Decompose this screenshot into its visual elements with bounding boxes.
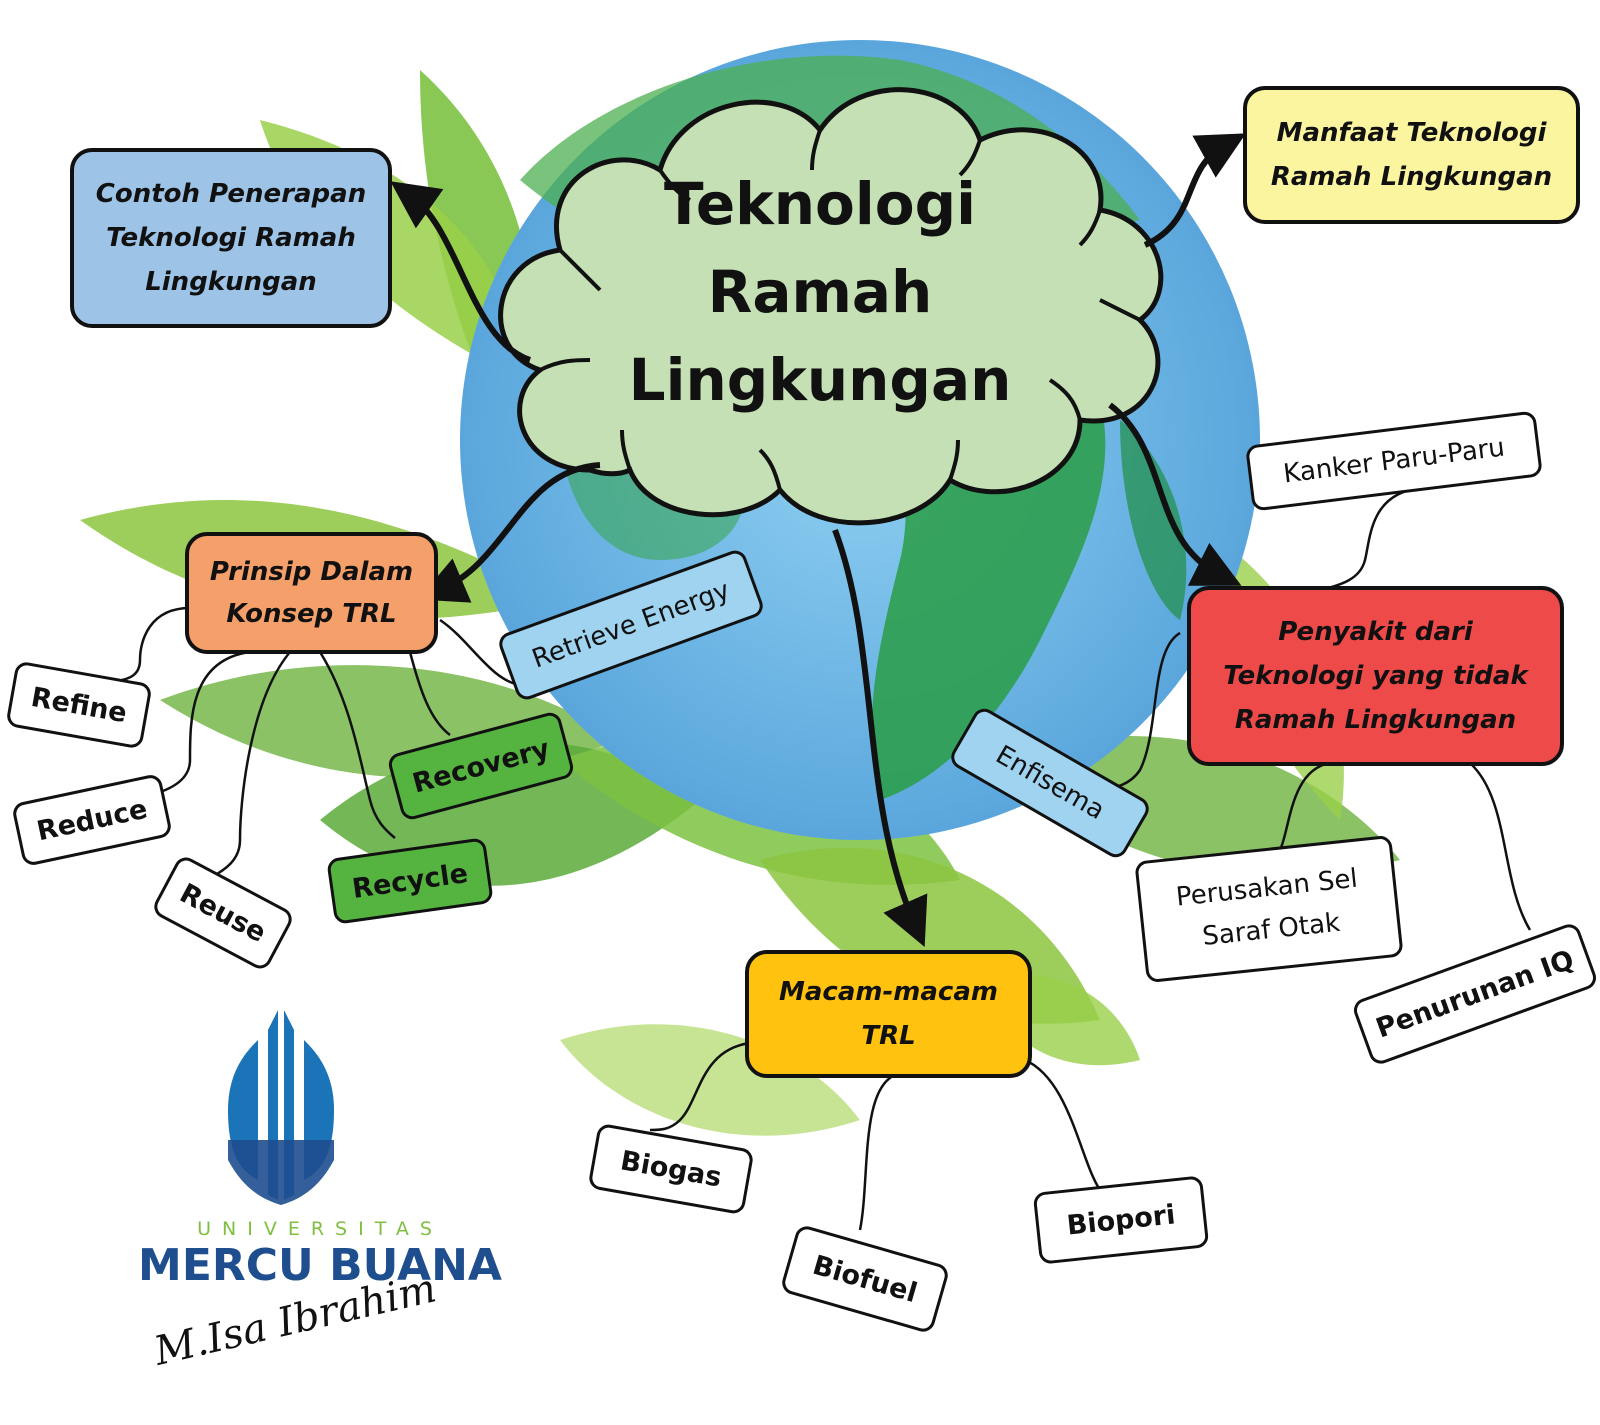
node-manfaat-label: Manfaat Teknologi Ramah Lingkungan	[1270, 118, 1553, 192]
arrow-to-penyakit	[1108, 402, 1242, 586]
leaf-perusakan-sel-label: Perusakan Sel Saraf Otak	[1174, 863, 1360, 953]
node-contoh-penerapan: Contoh Penerapan Teknologi Ramah Lingkun…	[70, 148, 392, 328]
node-penyakit: Penyakit dari Teknologi yang tidak Ramah…	[1187, 586, 1564, 766]
leaf-connectors	[109, 488, 1532, 1231]
university-logo-emblem	[228, 1010, 334, 1205]
node-prinsip-label: Prinsip Dalam Konsep TRL	[209, 557, 414, 629]
node-prinsip: Prinsip Dalam Konsep TRL	[185, 532, 438, 654]
arrow-to-macam	[832, 528, 928, 947]
arrow-to-contoh	[390, 181, 532, 363]
central-cloud	[498, 87, 1164, 526]
node-manfaat: Manfaat Teknologi Ramah Lingkungan	[1243, 86, 1580, 224]
arrow-to-prinsip	[417, 462, 601, 603]
central-topic-label: Teknologi Ramah Lingkungan	[628, 170, 1012, 414]
cloud-inner-arcs	[539, 129, 1141, 491]
arrow-to-manfaat	[1143, 133, 1246, 248]
logo-universitas-text: UNIVERSITAS	[197, 1218, 443, 1240]
main-arrows	[390, 133, 1246, 947]
node-penyakit-label: Penyakit dari Teknologi yang tidak Ramah…	[1223, 617, 1528, 735]
node-macam: Macam-macam TRL	[745, 950, 1032, 1078]
logo-university-name: MERCU BUANA	[138, 1240, 502, 1291]
node-macam-label: Macam-macam TRL	[779, 977, 998, 1051]
node-contoh-penerapan-label: Contoh Penerapan Teknologi Ramah Lingkun…	[95, 179, 367, 297]
